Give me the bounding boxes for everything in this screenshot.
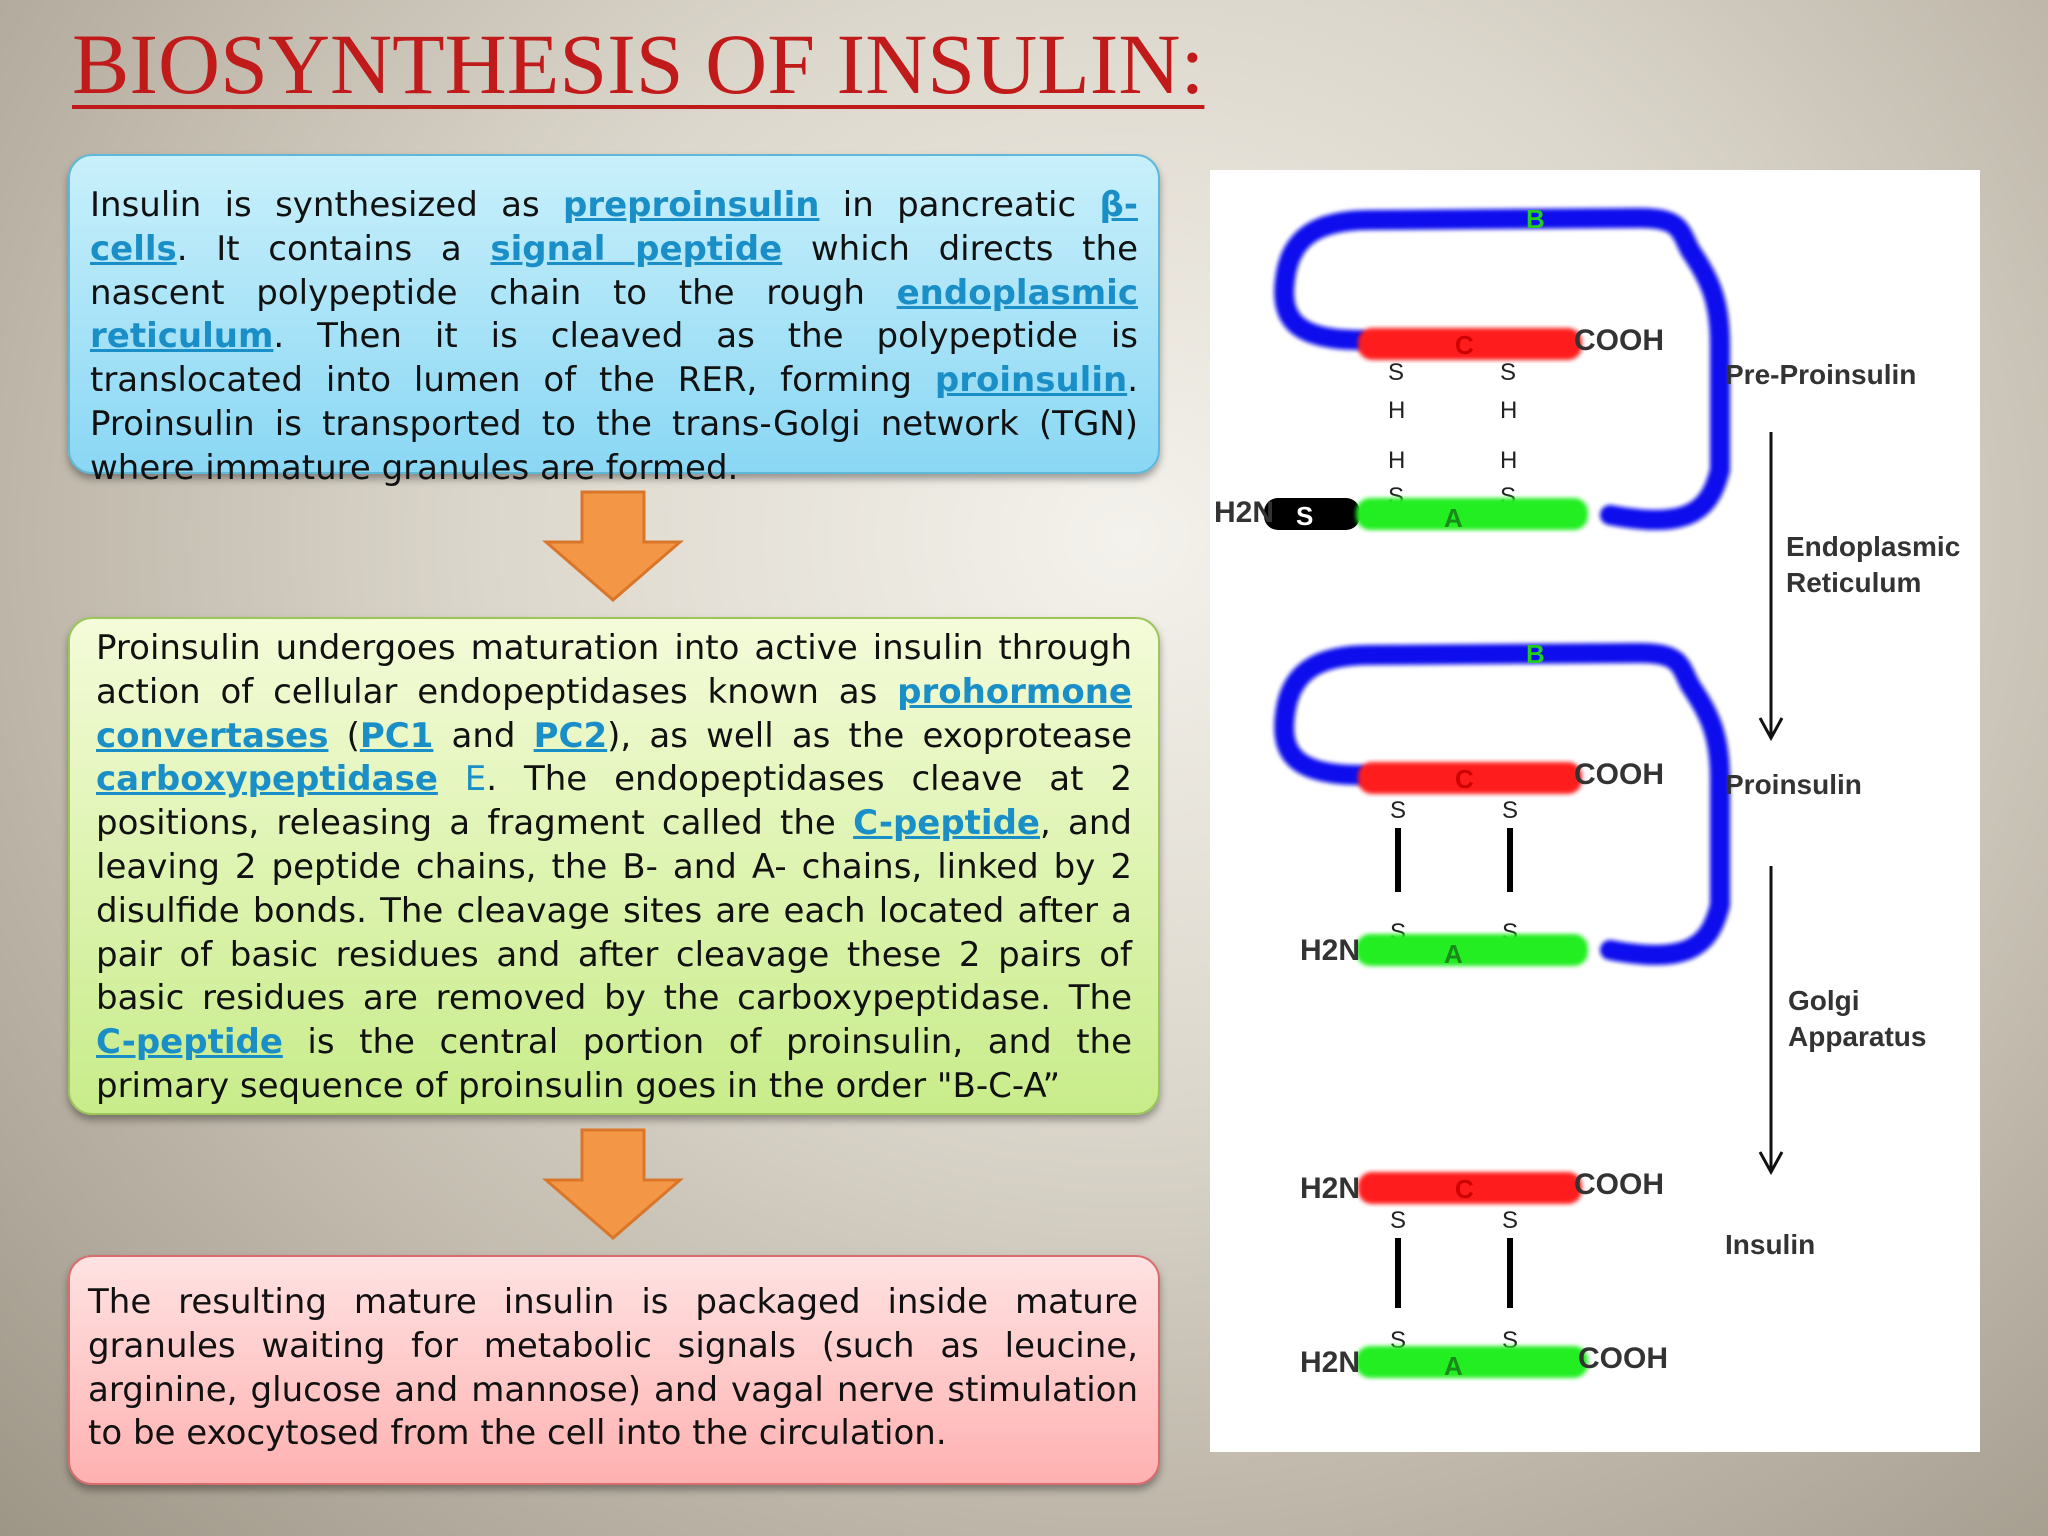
arrowhead-icon bbox=[1758, 717, 1784, 742]
preproinsulin-box: Insulin is synthesized as preproinsulin … bbox=[68, 154, 1160, 488]
chain-c-bar bbox=[1358, 328, 1582, 360]
hydrogen-label: H bbox=[1388, 447, 1405, 474]
step-label-er-line2: Reticulum bbox=[1786, 567, 1921, 598]
step-label-golgi-line1: Golgi bbox=[1788, 985, 1860, 1016]
sulfur-label: S bbox=[1390, 1207, 1406, 1234]
signal-peptide-label: S bbox=[1296, 501, 1313, 531]
link-signal-peptide[interactable]: signal peptide bbox=[490, 228, 783, 269]
chain-c-label: C bbox=[1455, 1174, 1474, 1204]
sulfur-label: S bbox=[1390, 797, 1406, 824]
hydrogen-label: H bbox=[1388, 397, 1405, 424]
proinsulin-maturation-box: Proinsulin undergoes maturation into act… bbox=[68, 617, 1160, 1115]
chain-c-label: C bbox=[1455, 330, 1474, 360]
chain-a-label: A bbox=[1444, 939, 1463, 969]
stage-label-insulin: Insulin bbox=[1725, 1229, 1815, 1260]
cooh-label: COOH bbox=[1574, 1168, 1664, 1201]
down-arrow-icon bbox=[542, 490, 684, 602]
hydrogen-label: H bbox=[1500, 447, 1517, 474]
h2n-label: H2N bbox=[1214, 496, 1274, 529]
arrowhead-icon bbox=[1758, 1151, 1784, 1176]
down-arrow-icon bbox=[542, 1128, 684, 1240]
page-title: BIOSYNTHESIS OF INSULIN: bbox=[72, 16, 1205, 112]
link-c-peptide-2[interactable]: C-peptide bbox=[96, 1022, 283, 1063]
sulfur-label: S bbox=[1502, 1207, 1518, 1234]
link-beta-cells[interactable]: β-cells bbox=[90, 185, 1138, 269]
step-label-er-line1: Endoplasmic bbox=[1786, 531, 1960, 562]
cooh-label: COOH bbox=[1578, 1342, 1668, 1375]
sulfur-label: S bbox=[1502, 797, 1518, 824]
link-endoplasmic-reticulum[interactable]: endoplasmic reticulum bbox=[90, 272, 1138, 357]
stage-label-proinsulin: Proinsulin bbox=[1725, 769, 1862, 800]
cooh-label: COOH bbox=[1574, 324, 1664, 357]
mature-insulin-box: The resulting mature insulin is packaged… bbox=[68, 1255, 1160, 1485]
insulin-processing-diagram: B C COOH S S H H H H S S S A H2N B C COO… bbox=[1210, 170, 1980, 1452]
link-c-peptide[interactable]: C-peptide bbox=[853, 803, 1040, 844]
chain-c-bar bbox=[1358, 1172, 1582, 1204]
preproinsulin-structure: B C COOH S S H H H H S S S A H2N bbox=[1214, 204, 1730, 533]
maturation-text: Proinsulin undergoes maturation into act… bbox=[96, 628, 1132, 1106]
chain-a-bar bbox=[1356, 498, 1588, 530]
mature-insulin-text: The resulting mature insulin is packaged… bbox=[88, 1282, 1138, 1454]
link-carboxypeptidase[interactable]: carboxypeptidase bbox=[96, 759, 438, 800]
sulfur-label: S bbox=[1500, 359, 1516, 386]
chain-b-loop bbox=[1274, 207, 1730, 530]
hydrogen-label: H bbox=[1500, 397, 1517, 424]
chain-a-label: A bbox=[1444, 1351, 1463, 1381]
chain-a-label: A bbox=[1444, 503, 1463, 533]
h2n-label: H2N bbox=[1300, 1172, 1360, 1205]
chain-c-bar bbox=[1358, 762, 1582, 794]
step-label-golgi-line2: Apparatus bbox=[1788, 1021, 1926, 1052]
preproinsulin-text: Insulin is synthesized as preproinsulin … bbox=[90, 185, 1138, 488]
cooh-label: COOH bbox=[1574, 758, 1664, 791]
stage-label-preproinsulin: Pre-Proinsulin bbox=[1725, 359, 1916, 390]
link-proinsulin[interactable]: proinsulin bbox=[934, 360, 1128, 401]
link-preproinsulin[interactable]: preproinsulin bbox=[562, 185, 820, 225]
carboxypeptidase-e-label: E bbox=[437, 759, 487, 800]
link-prohormone-convertases[interactable]: prohormone convertases bbox=[96, 671, 1132, 756]
proinsulin-structure: B C COOH S S S S A H2N bbox=[1274, 639, 1730, 969]
sulfur-label: S bbox=[1388, 359, 1404, 386]
chain-c-label: C bbox=[1455, 764, 1474, 794]
chain-a-bar bbox=[1356, 1346, 1588, 1378]
chain-a-bar bbox=[1356, 934, 1588, 966]
chain-b-label: B bbox=[1526, 204, 1545, 234]
insulin-structure: C H2N COOH S S S S A H2N COOH bbox=[1300, 1168, 1668, 1381]
chain-b-label: B bbox=[1526, 639, 1545, 669]
h2n-label: H2N bbox=[1300, 1346, 1360, 1379]
link-pc2[interactable]: PC2 bbox=[533, 715, 608, 756]
link-pc1[interactable]: PC1 bbox=[359, 715, 434, 756]
signal-peptide-bar bbox=[1264, 498, 1360, 530]
h2n-label: H2N bbox=[1300, 934, 1360, 967]
chain-b-loop bbox=[1274, 642, 1730, 965]
